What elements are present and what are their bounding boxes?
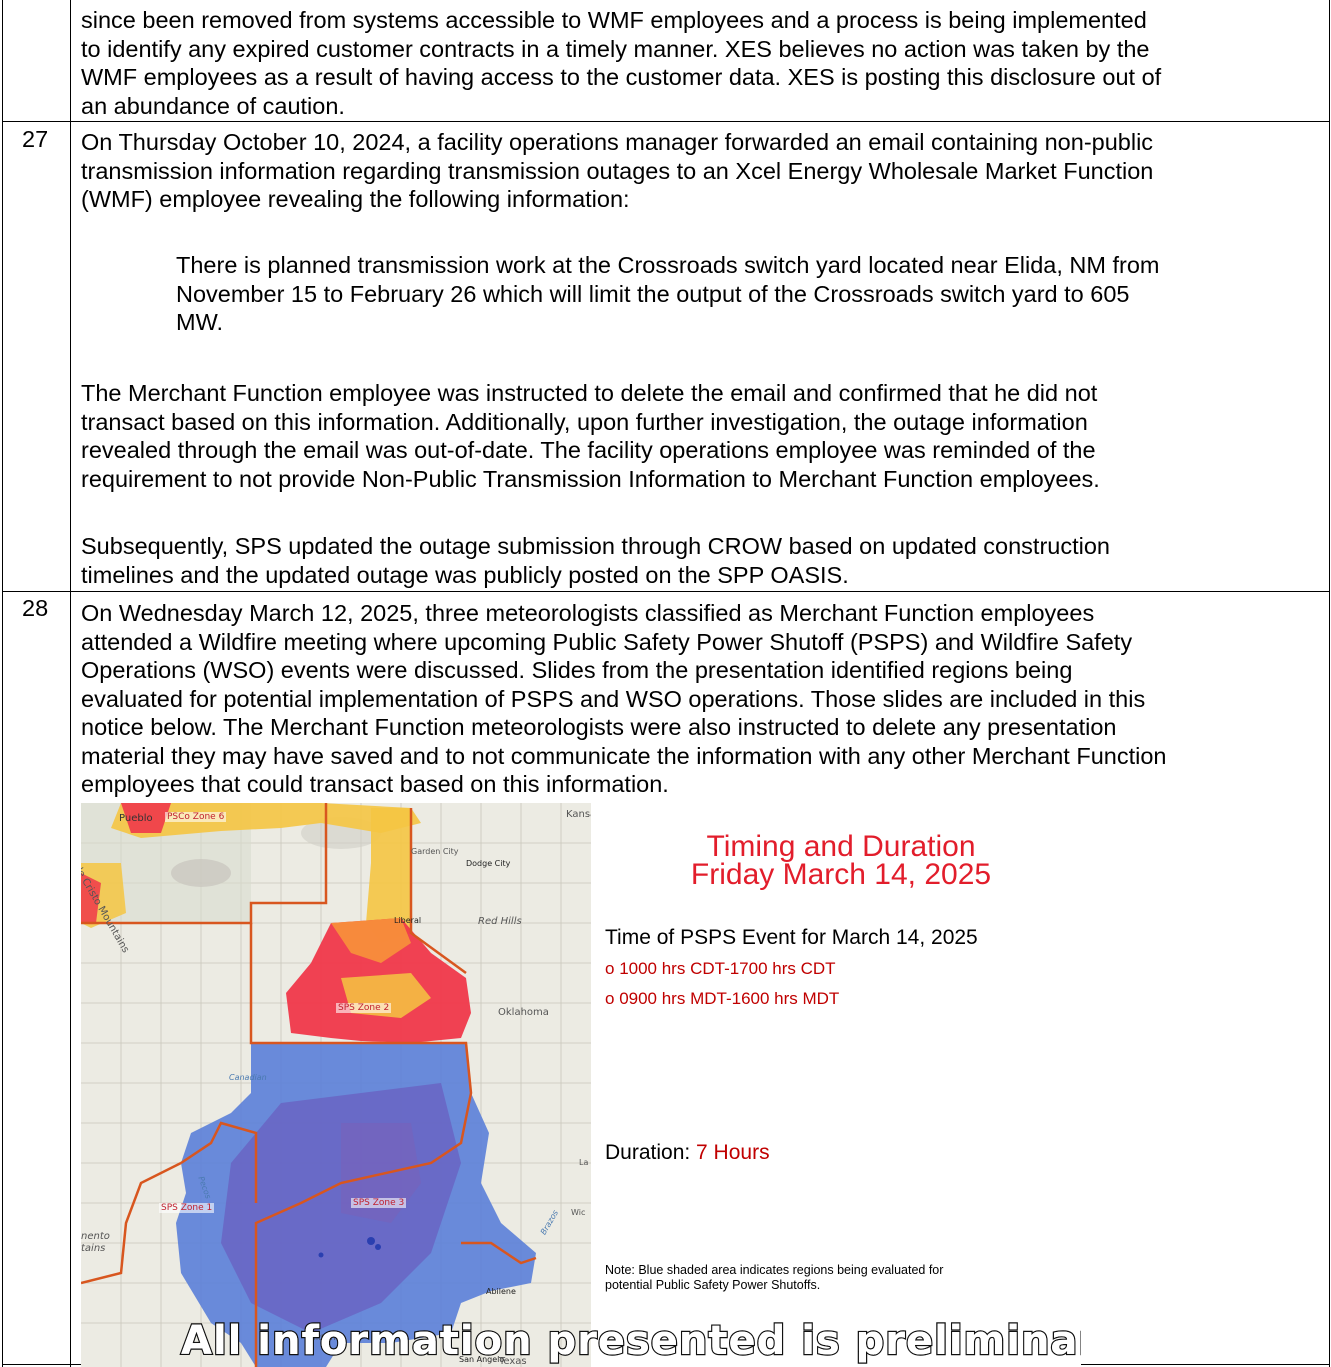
map-label-sps-zone1: SPS Zone 1 [159, 1203, 215, 1213]
text-line: requirement to not provide Non-Public Tr… [81, 465, 1100, 492]
row-27-quote: There is planned transmission work at th… [176, 251, 1160, 337]
map-label-tains: tains [81, 1243, 106, 1254]
text-line: There is planned transmission work at th… [176, 252, 1160, 278]
note-line: Note: Blue shaded area indicates regions… [605, 1263, 944, 1277]
duration-value: 7 Hours [696, 1141, 770, 1164]
text-line: Operations (WSO) events were discussed. … [81, 657, 1073, 683]
map-label-la: La [579, 1158, 589, 1167]
time-bullet: o 1000 hrs CDT-1700 hrs CDT [605, 956, 836, 982]
map-label-oklahoma: Oklahoma [498, 1007, 549, 1018]
row-divider-27 [2, 121, 1330, 122]
map-label-san-angelo: San Angelo [459, 1355, 505, 1364]
text-line: evaluated for potential implementation o… [81, 685, 1146, 712]
text-line: November 15 to February 26 which will li… [176, 280, 1130, 307]
row-number: 28 [22, 595, 49, 621]
preliminary-banner: All information presented is preliminary… [180, 1317, 1081, 1366]
time-bullet: o 0900 hrs MDT-1600 hrs MDT [605, 986, 839, 1012]
bullet-icon: o [605, 989, 620, 1008]
slide-title-2: Friday March 14, 2025 [690, 858, 992, 891]
table-right-border [1329, 0, 1330, 1367]
event-time-label: Time of PSPS Event for March 14, 2025 [605, 926, 978, 949]
row-27-intro: On Thursday October 10, 2024, a facility… [81, 128, 1153, 214]
text-line: attended a Wildfire meeting where upcomi… [81, 628, 1133, 655]
row-number: 27 [22, 126, 49, 152]
row-27-para2: The Merchant Function employee was instr… [81, 379, 1100, 493]
map-label-sps-zone2: SPS Zone 2 [336, 1003, 392, 1013]
slide-title-1: Timing and Duration [706, 830, 976, 863]
map-label-liberal: Liberal [394, 916, 422, 925]
slide-note: Note: Blue shaded area indicates regions… [605, 1263, 943, 1293]
row-top-text: since been removed from systems accessib… [81, 6, 1161, 120]
time-bullet-text: 1000 hrs CDT-1700 hrs CDT [619, 959, 836, 978]
table-left-border [2, 0, 3, 1367]
duration: Duration: 7 Hours [605, 1140, 770, 1166]
map-label-wic: Wic [571, 1208, 586, 1217]
psps-map: Pueblo PSCo Zone 6 Kansa Garden City Dod… [81, 803, 591, 1367]
table-bottom-left [2, 1364, 82, 1365]
duration-label: Duration: [605, 1141, 697, 1164]
row-divider-28 [2, 591, 1330, 592]
map-label-texas: Texas [499, 1356, 527, 1367]
map-label-pueblo: Pueblo [119, 813, 153, 824]
row-27-para3: Subsequently, SPS updated the outage sub… [81, 532, 1110, 589]
time-bullet-text: 0900 hrs MDT-1600 hrs MDT [619, 989, 840, 1008]
map-label-sps-zone3: SPS Zone 3 [351, 1198, 407, 1208]
slide-image: Pueblo PSCo Zone 6 Kansa Garden City Dod… [81, 803, 1081, 1367]
note-line: potential Public Safety Power Shutoffs. [605, 1278, 821, 1292]
text-line: timelines and the updated outage was pub… [81, 561, 849, 588]
text-line: (WMF) employee revealing the following i… [81, 186, 630, 212]
text-line: WMF employees as a result of having acce… [81, 64, 1162, 90]
map-label-kansas: Kansa [566, 809, 591, 820]
map-label-canadian: Canadian [229, 1073, 267, 1082]
text-line: since been removed from systems accessib… [81, 7, 1147, 33]
text-line: material they may have saved and to not … [81, 742, 1167, 769]
text-line: revealed through the email was out-of-da… [81, 437, 1096, 463]
text-line: transmission information regarding trans… [81, 157, 1154, 184]
text-line: Subsequently, SPS updated the outage sub… [81, 533, 1110, 559]
map-label-red-hills: Red Hills [478, 916, 522, 927]
map-label-garden-city: Garden City [411, 847, 459, 856]
table-bottom-right [1080, 1364, 1330, 1365]
text-line: The Merchant Function employee was instr… [81, 380, 1098, 406]
text-line: MW. [176, 309, 223, 335]
map-label-abilene: Abilene [486, 1287, 516, 1296]
text-line: On Thursday October 10, 2024, a facility… [81, 129, 1154, 155]
row-28-text: On Wednesday March 12, 2025, three meteo… [81, 599, 1166, 799]
map-label-midland: Midland [309, 1333, 341, 1342]
text-line: an abundance of caution. [81, 92, 345, 119]
map-graphic [81, 803, 591, 1367]
map-label-dodge-city: Dodge City [466, 859, 511, 868]
bullet-icon: o [605, 959, 620, 978]
table-column-divider [70, 0, 71, 1367]
text-line: transact based on this information. Addi… [81, 408, 1088, 435]
map-label-psco-zone6: PSCo Zone 6 [165, 812, 227, 822]
text-line: employees that could transact based on t… [81, 771, 669, 797]
map-label-nento: nento [81, 1231, 110, 1242]
text-line: notice below. The Merchant Function mete… [81, 714, 1117, 740]
text-line: On Wednesday March 12, 2025, three meteo… [81, 600, 1095, 626]
text-line: to identify any expired customer contrac… [81, 35, 1150, 62]
